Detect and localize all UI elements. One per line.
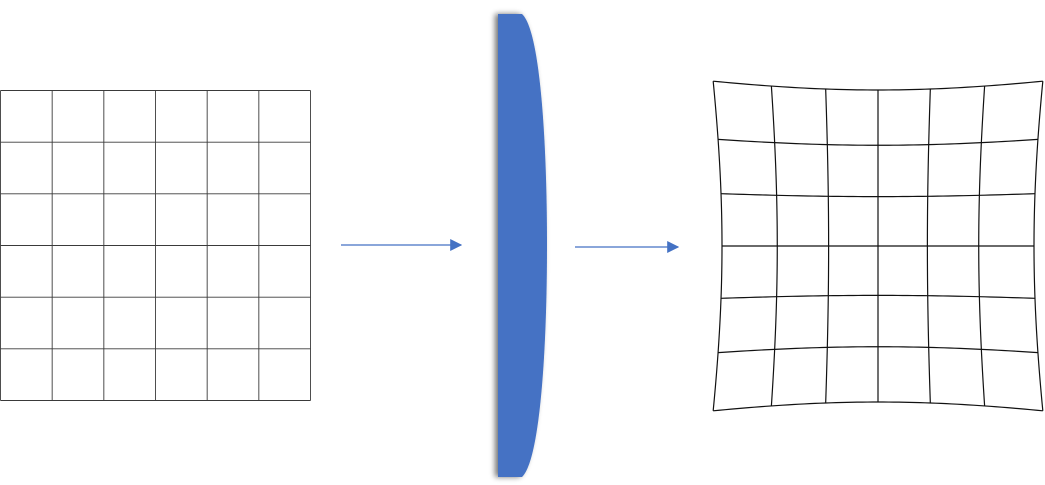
distorted-grid-horizontal-line (713, 80, 1043, 91)
distorted-grid-horizontal-line (718, 346, 1038, 354)
distorted-grid-vertical-line (712, 81, 723, 411)
lens (498, 14, 547, 477)
lens-shape (498, 14, 547, 477)
distorted-grid-horizontal-line (718, 138, 1038, 146)
distorted-grid (712, 80, 1044, 412)
input-grid (0, 90, 311, 401)
distorted-grid-vertical-line (1033, 81, 1044, 411)
distorted-grid-horizontal-line (720, 193, 1036, 198)
distorted-grid-horizontal-line (713, 401, 1043, 412)
distorted-grid-horizontal-line (720, 294, 1036, 299)
